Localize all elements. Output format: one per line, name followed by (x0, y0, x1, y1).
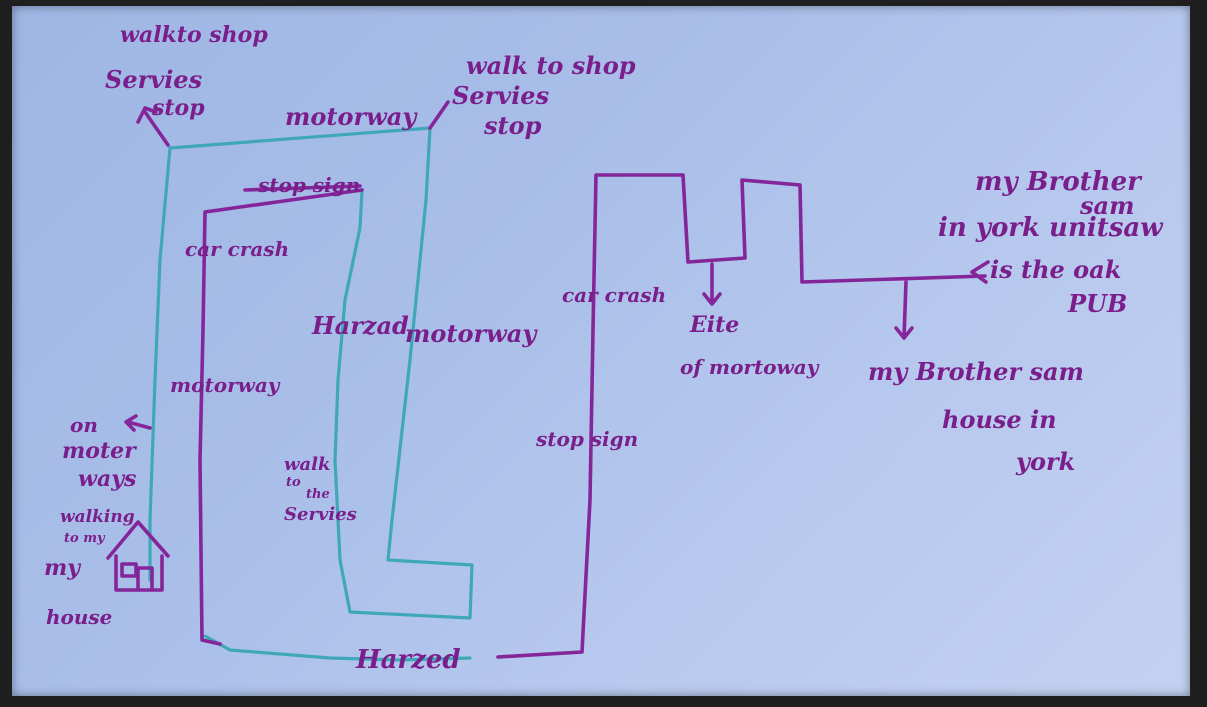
label-top-mid-walk: walk to shop (466, 51, 636, 80)
house-icon (106, 520, 170, 592)
arrow-mid-services (428, 100, 450, 130)
teal-route-left (148, 146, 172, 582)
label-top-mid-services: Servies (452, 81, 550, 110)
label-pub-1: my Brother (975, 167, 1143, 197)
label-stop-sign-top: stop sign (257, 173, 360, 197)
label-exit-2: of mortoway (680, 355, 820, 379)
arrow-pub (970, 260, 990, 284)
label-exit-1: Eite (689, 312, 739, 338)
arrow-exit (702, 262, 722, 306)
purple-road-inner (243, 184, 362, 192)
label-walking-1: walking (60, 507, 135, 527)
label-on-motorways-2: moter (62, 438, 137, 464)
label-pub-2: sam (1079, 191, 1134, 220)
label-top-left-walk: walkto shop (120, 22, 268, 48)
label-pub-3: in york unitsaw (938, 213, 1164, 243)
label-my-house-1: my (44, 555, 82, 581)
label-brother-house-1: my Brother sam (868, 357, 1084, 386)
label-hazard-2: motorway (405, 319, 538, 348)
label-on-motorways-1: on (70, 413, 98, 437)
label-hazard-bottom: Harzed (355, 645, 461, 675)
label-brother-house-2: house in (942, 405, 1057, 434)
label-on-motorways-3: ways (78, 466, 136, 492)
label-walk-services-4: Servies (284, 504, 357, 525)
label-top-left-stop: stop (151, 95, 205, 121)
label-walking-2: to my (64, 531, 106, 546)
label-my-house-2: house (46, 605, 112, 629)
teal-route-outer (168, 126, 474, 620)
label-hazard-1: Harzad (311, 311, 409, 340)
label-walk-services-1: walk (284, 454, 330, 475)
label-car-crash-right: car crash (562, 283, 666, 307)
arrow-brother-house (894, 280, 914, 340)
label-car-crash-left: car crash (185, 237, 289, 261)
label-pub-5: PUB (1067, 289, 1127, 318)
teal-route-bottom (203, 634, 472, 662)
label-top-mid-stop: stop (483, 111, 542, 140)
arrow-left-services (136, 106, 170, 147)
paper-sheet (12, 6, 1190, 696)
label-motorway-left: motorway (170, 373, 281, 397)
label-stop-sign-right: stop sign (535, 427, 638, 451)
purple-road-right (496, 173, 987, 659)
purple-road-main-loop (198, 188, 364, 646)
label-walk-services-2: to (286, 475, 301, 490)
label-pub-4: is the oak (990, 255, 1121, 284)
arrow-on-motorways (124, 414, 152, 432)
label-top-left-services: Servies (105, 65, 203, 94)
label-brother-house-3: york (1015, 447, 1075, 476)
label-top-motorway: motorway (285, 102, 418, 131)
label-walk-services-3: the (306, 487, 330, 502)
